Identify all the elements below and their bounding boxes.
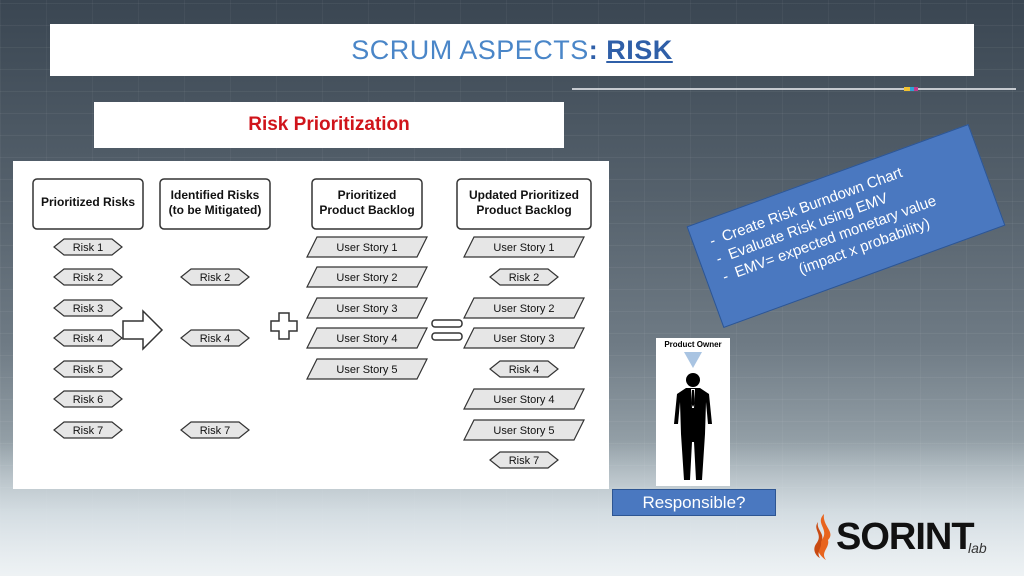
decorative-color-bar-1: [904, 87, 910, 91]
risk-item-shape: [53, 238, 123, 256]
risk-item-shape: [53, 421, 123, 439]
responsible-button[interactable]: Responsible?: [612, 489, 776, 516]
column-header-box: [311, 178, 423, 230]
subtitle-bar: Risk Prioritization: [94, 102, 564, 148]
title-main: SCRUM ASPECTS: [351, 34, 589, 65]
plus-icon: [270, 312, 298, 340]
title-bar: SCRUM ASPECTS: RISK: [50, 24, 974, 76]
risk-item-label: Risk 7: [200, 425, 231, 437]
user-story-item-label: User Story 4: [336, 333, 397, 345]
user-story-item-shape: [463, 327, 585, 349]
column-header-text: Prioritized Risks: [41, 195, 135, 209]
risk-item-shape: [53, 360, 123, 378]
equals-icon: [431, 332, 463, 341]
page-title: SCRUM ASPECTS: RISK: [351, 35, 673, 66]
risk-item-shape: [489, 268, 559, 286]
column-header-text: Prioritized: [338, 188, 397, 202]
risk-item-shape: [180, 421, 250, 439]
risk-item-shape: [53, 329, 123, 347]
risk-item-shape: [53, 268, 123, 286]
risk-item-shape: [489, 451, 559, 469]
risk-item-shape: [489, 360, 559, 378]
user-story-item-shape: [306, 358, 428, 380]
user-story-item-shape: [463, 388, 585, 410]
user-story-item-label: User Story 1: [493, 242, 554, 254]
risk-item-shape: [53, 390, 123, 408]
risk-item-label: Risk 2: [73, 272, 104, 284]
user-story-item-label: User Story 1: [336, 242, 397, 254]
decorative-color-bar-2: [910, 87, 914, 91]
businessman-silhouette-icon: [674, 352, 712, 480]
user-story-item-label: User Story 5: [493, 425, 554, 437]
column-header-box: [159, 178, 271, 230]
risk-item-label: Risk 4: [509, 364, 540, 376]
column-header-text: Updated Prioritized: [469, 188, 579, 202]
risk-item-shape: [180, 268, 250, 286]
risk-item-label: Risk 6: [73, 394, 104, 406]
column-header-text: Identified Risks: [171, 188, 260, 202]
logo-suffix: lab: [968, 540, 987, 556]
decorative-color-bar-3: [914, 87, 918, 91]
user-story-item-label: User Story 2: [493, 303, 554, 315]
risk-item-label: Risk 3: [73, 303, 104, 315]
user-story-item-shape: [463, 419, 585, 441]
user-story-item-shape: [306, 266, 428, 288]
risk-item-label: Risk 4: [73, 333, 104, 345]
column-header-text: Product Backlog: [319, 203, 414, 217]
column-header-box: [32, 178, 144, 230]
user-story-item-shape: [306, 327, 428, 349]
column-header-text: Product Backlog: [476, 203, 571, 217]
product-owner-label: Product Owner: [664, 340, 722, 349]
risk-item-shape: [53, 299, 123, 317]
equals-icon: [431, 319, 463, 328]
user-story-item-label: User Story 3: [493, 333, 554, 345]
arrow-right-icon: [122, 309, 164, 351]
user-story-item-shape: [463, 236, 585, 258]
column-header-text: (to be Mitigated): [169, 203, 262, 217]
product-owner-card: Product Owner: [656, 338, 730, 486]
logo-name: SORINT: [836, 516, 975, 558]
sorint-lab-logo: SORINT lab: [810, 512, 990, 568]
risk-item-label: Risk 1: [73, 242, 104, 254]
risk-item-label: Risk 5: [73, 364, 104, 376]
user-story-item-shape: [306, 236, 428, 258]
user-story-item-shape: [306, 297, 428, 319]
risk-item-label: Risk 2: [509, 272, 540, 284]
risk-item-label: Risk 7: [73, 425, 104, 437]
risk-item-label: Risk 2: [200, 272, 231, 284]
logo-flame-icon: [814, 514, 831, 560]
user-story-item-label: User Story 3: [336, 303, 397, 315]
risk-item-label: Risk 4: [200, 333, 231, 345]
decorative-line: [572, 88, 1016, 90]
subtitle: Risk Prioritization: [248, 114, 410, 135]
risk-item-label: Risk 7: [509, 455, 540, 467]
user-story-item-label: User Story 2: [336, 272, 397, 284]
user-story-item-label: User Story 5: [336, 364, 397, 376]
title-highlight: RISK: [606, 34, 673, 65]
user-story-item-label: User Story 4: [493, 394, 554, 406]
risk-item-shape: [180, 329, 250, 347]
title-separator: :: [588, 34, 599, 65]
user-story-item-shape: [463, 297, 585, 319]
column-header-box: [456, 178, 592, 230]
